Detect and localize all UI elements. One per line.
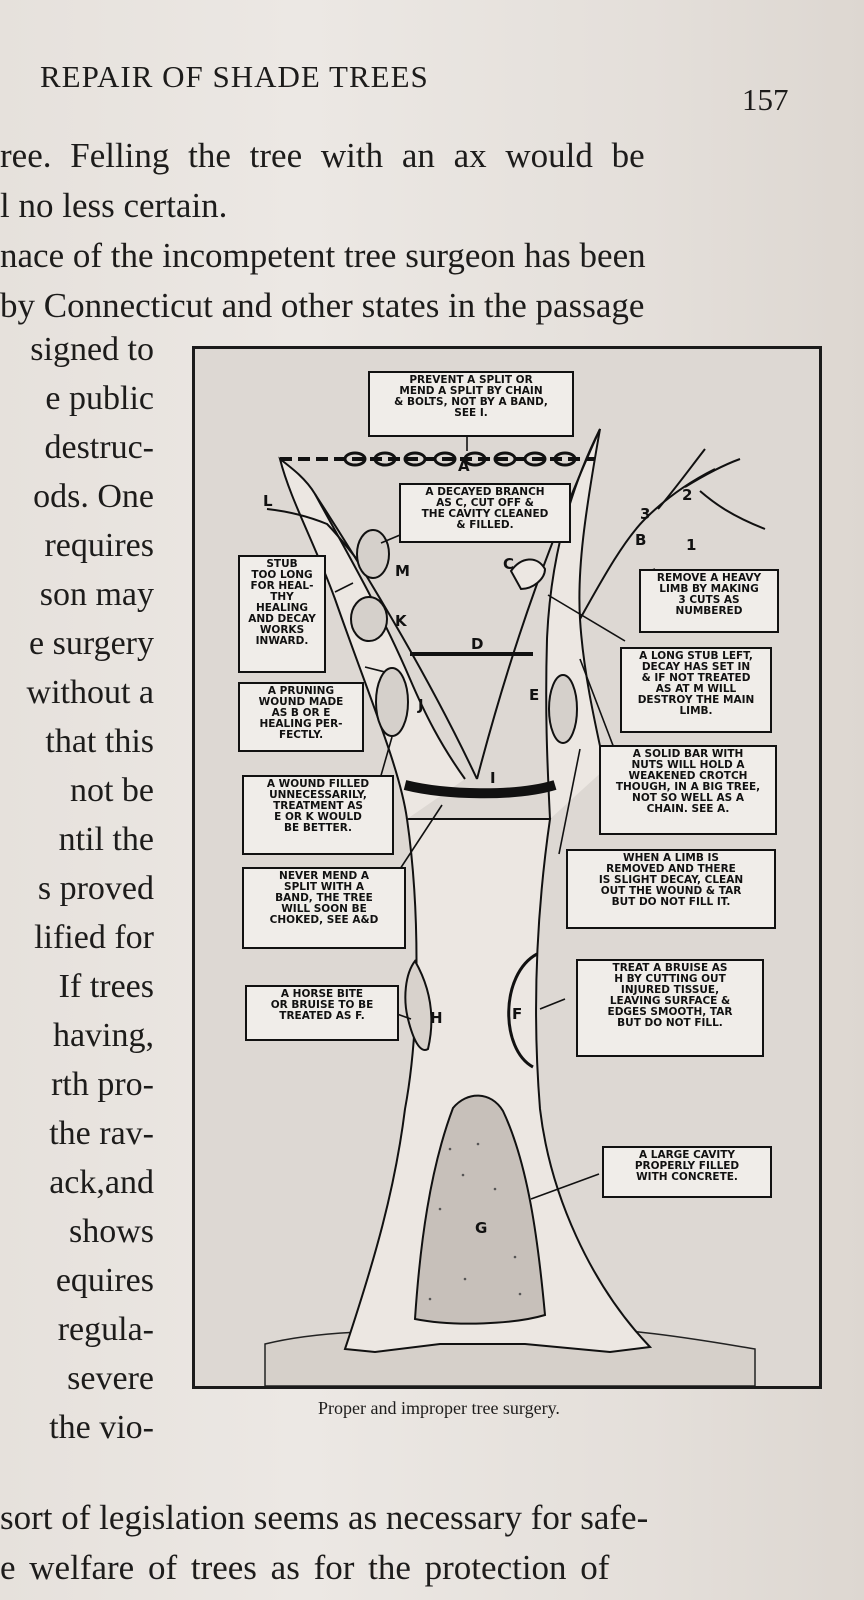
left-line-15: having,: [52, 1017, 154, 1054]
note-decayed-branch: A DECAYED BRANCH AS C, CUT OFF & THE CAV…: [399, 483, 571, 543]
left-line-18: ack,and: [49, 1164, 154, 1201]
left-line-23: the vio-: [49, 1409, 154, 1446]
left-line-19: shows: [68, 1213, 154, 1250]
left-line-20: equires: [55, 1262, 154, 1299]
note-prevent-split: PREVENT A SPLIT OR MEND A SPLIT BY CHAIN…: [368, 371, 574, 437]
note-treat-bruise: TREAT A BRUISE AS H BY CUTTING OUT INJUR…: [576, 959, 764, 1057]
figure-label-f: F: [512, 1005, 523, 1023]
figure-label-m: M: [395, 562, 410, 580]
note-solid-bar: A SOLID BAR WITH NUTS WILL HOLD A WEAKEN…: [599, 745, 777, 835]
figure-caption: Proper and improper tree surgery.: [318, 1398, 560, 1418]
text-line-bottom-2: e welfare of trees as for the protection…: [0, 1548, 610, 1587]
center-inner-limb-lines: [314, 428, 601, 780]
left-line-17: the rav-: [49, 1115, 154, 1152]
cavity-f: [507, 952, 538, 1069]
note-large-cavity: A LARGE CAVITY PROPERLY FILLED WITH CONC…: [602, 1146, 772, 1198]
figure-label-a: A: [458, 457, 470, 475]
trunk-band-i: [403, 780, 557, 799]
figure-label-cut-1: 1: [686, 536, 697, 554]
text-line-top-1: ree. Felling the tree with an ax would b…: [0, 136, 645, 175]
note-limb-removed: WHEN A LIMB IS REMOVED AND THERE IS SLIG…: [566, 849, 776, 929]
figure-label-g: G: [475, 1219, 488, 1237]
tree-surgery-figure: PREVENT A SPLIT OR MEND A SPLIT BY CHAIN…: [192, 346, 822, 1389]
note-wound-filled: A WOUND FILLED UNNECESSARILY, TREATMENT …: [242, 775, 394, 855]
left-line-21: regula-: [57, 1311, 154, 1348]
figure-label-cut-2: 2: [682, 486, 693, 504]
note-long-stub-left: A LONG STUB LEFT, DECAY HAS SET IN & IF …: [620, 647, 772, 733]
text-line-top-2: l no less certain.: [0, 186, 228, 225]
text-line-top-4: by Connecticut and other states in the p…: [0, 286, 645, 325]
figure-label-e: E: [529, 686, 540, 704]
figure-label-d: D: [471, 635, 484, 653]
note-stub-too-long: STUB TOO LONG FOR HEAL- THY HEALING AND …: [238, 555, 326, 673]
figure-label-h: H: [430, 1009, 443, 1027]
left-line-9: that this: [45, 723, 154, 760]
concrete-cavity-g: [413, 1094, 547, 1325]
figure-label-j: J: [418, 696, 424, 714]
note-remove-heavy-limb: REMOVE A HEAVY LIMB BY MAKING 3 CUTS AS …: [639, 569, 779, 633]
page-number: 157: [742, 82, 789, 117]
note-horse-bite: A HORSE BITE OR BRUISE TO BE TREATED AS …: [245, 985, 399, 1041]
running-header-title: REPAIR OF SHADE TREES: [40, 59, 429, 94]
note-pruning-wound: A PRUNING WOUND MADE AS B OR E HEALING P…: [238, 682, 364, 752]
left-line-4: ods. One: [33, 478, 154, 515]
concrete-dots: [428, 1142, 522, 1301]
left-line-8: without a: [26, 674, 154, 711]
text-line-bottom-1: sort of legislation seems as necessary f…: [0, 1498, 649, 1537]
text-line-top-3: nace of the incompetent tree surgeon has…: [0, 236, 646, 275]
left-line-5: requires: [44, 527, 154, 564]
left-line-11: ntil the: [58, 821, 154, 858]
figure-label-k: K: [395, 612, 407, 630]
figure-label-cut-3: 3: [640, 505, 651, 523]
left-line-13: lified for: [34, 919, 154, 956]
cavity-k: [350, 596, 388, 642]
figure-label-b: B: [635, 531, 647, 549]
left-line-14: If trees: [58, 968, 154, 1005]
left-line-1: signed to: [30, 331, 154, 368]
chain-links: [343, 451, 577, 467]
stub-c: [509, 558, 547, 591]
cavity-j: [375, 667, 409, 737]
note-never-mend: NEVER MEND A SPLIT WITH A BAND, THE TREE…: [242, 867, 406, 949]
left-line-16: rth pro-: [51, 1066, 154, 1103]
figure-label-c: C: [503, 555, 515, 573]
right-small-twigs: [657, 448, 766, 530]
left-line-3: destruc-: [44, 429, 154, 466]
left-line-6: son may: [39, 576, 154, 613]
figure-label-l: L: [263, 492, 273, 510]
bruise-h: [404, 959, 433, 1051]
cavity-m: [356, 529, 390, 579]
left-line-10: not be: [69, 772, 154, 809]
left-line-12: s proved: [37, 870, 154, 907]
tree-illustration: [264, 428, 766, 1386]
left-line-2: e public: [45, 380, 154, 417]
cavity-e: [548, 674, 578, 744]
left-line-7: e surgery: [29, 625, 154, 662]
left-line-22: severe: [67, 1360, 154, 1397]
figure-label-i: I: [490, 769, 496, 787]
